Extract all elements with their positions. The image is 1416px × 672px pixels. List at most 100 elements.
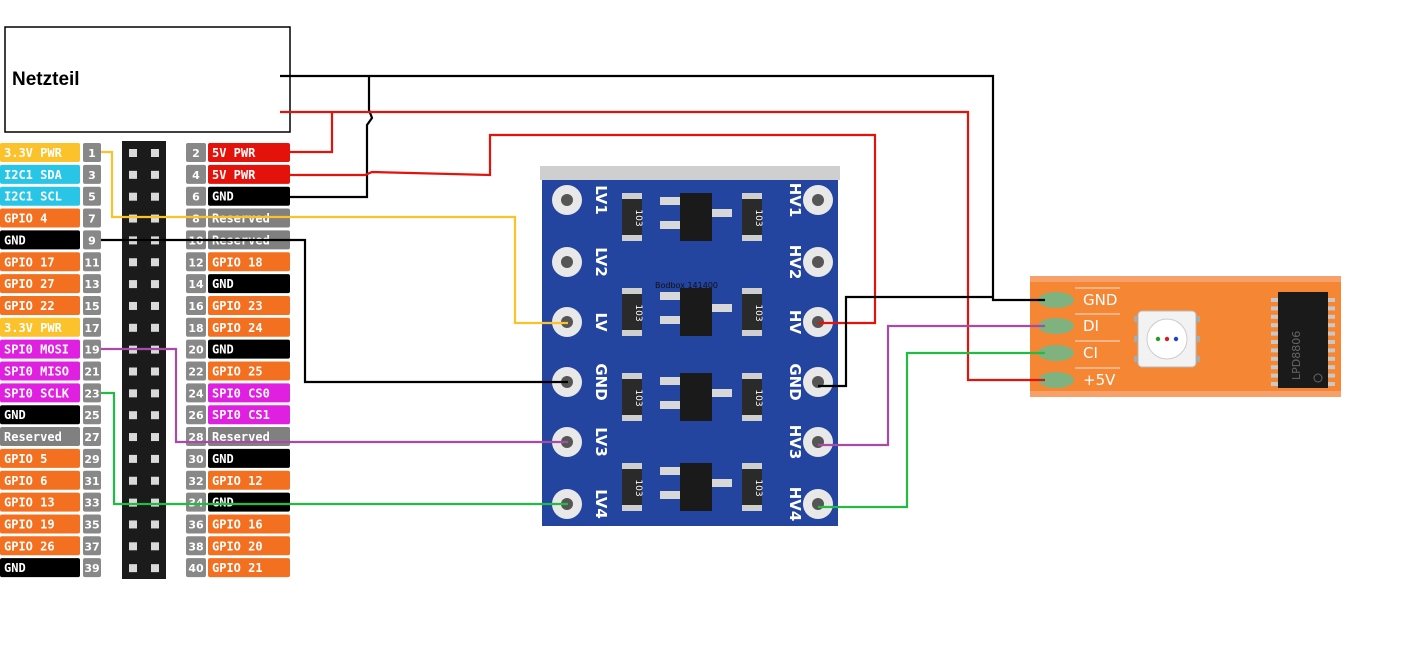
wire-pin9-gnd-to-lv-gnd <box>101 238 568 384</box>
pin-name-left: GND <box>4 561 26 575</box>
resistor <box>622 290 642 336</box>
pin-name-left: GPIO 5 <box>4 452 47 466</box>
wire-psu-5v-to-pin2 <box>290 112 334 154</box>
pin-name-left: 3.3V PWR <box>4 321 63 335</box>
pin-name-right: GND <box>212 452 234 466</box>
pin-number-left-bg <box>83 536 101 556</box>
header-pin <box>151 301 159 310</box>
pin-number-left: 3 <box>88 169 96 182</box>
header-pin <box>151 323 159 332</box>
pin-name-left: GPIO 17 <box>4 255 55 269</box>
resistor <box>622 375 642 421</box>
wire-hv-gnd-to-strip-gnd <box>818 295 993 388</box>
mosfet <box>680 288 712 336</box>
pin-number-left-bg <box>83 492 101 512</box>
header-pin <box>129 411 137 420</box>
pin-number-left: 31 <box>84 475 99 488</box>
header-pin <box>151 498 159 507</box>
resistor-label: 103 <box>753 304 763 321</box>
header-pin <box>151 433 159 442</box>
strip-pin-label: DI <box>1083 317 1099 335</box>
strip-pad <box>1038 318 1074 334</box>
pin-name-left: GPIO 4 <box>4 212 47 226</box>
pin-number-right-bg <box>186 317 206 337</box>
pin-number-right: 28 <box>188 431 203 444</box>
header-pin <box>151 214 159 223</box>
header-pin <box>129 258 137 267</box>
pin-number-left-bg <box>83 514 101 534</box>
header-pin <box>129 323 137 332</box>
resistor-label: 103 <box>633 389 643 406</box>
pin-label-left <box>0 230 80 250</box>
pin-label-right <box>208 361 290 381</box>
led-strip-pads <box>1038 287 1120 388</box>
pin-number-right: 24 <box>188 387 204 400</box>
pin-number-right-bg <box>186 492 206 512</box>
shifter-pad-hole <box>812 436 824 448</box>
shifter-pad-hole <box>812 194 824 206</box>
pin-name-right: GPIO 16 <box>212 517 263 531</box>
pin-number-right: 16 <box>188 300 204 313</box>
pin-number-left-bg <box>83 558 101 578</box>
wire-psu-5v-to-strip <box>280 110 1045 382</box>
header-pin <box>151 280 159 289</box>
pin-label-left <box>0 186 80 206</box>
pin-label-left <box>0 558 80 578</box>
pin-number-left: 7 <box>88 213 96 226</box>
shifter-pin-label: LV <box>592 312 610 331</box>
pin-number-left-bg <box>83 383 101 403</box>
pin-number-left-bg <box>83 252 101 272</box>
wire-mosi-to-lv3 <box>101 347 568 444</box>
resistor-label: 103 <box>753 479 763 496</box>
pin-name-right: SPI0 CS1 <box>212 408 270 422</box>
pin-name-left: SPI0 SCLK <box>4 386 70 400</box>
pin-name-right: GPIO 18 <box>212 255 263 269</box>
pin-number-right: 26 <box>188 409 204 422</box>
pin-number-left-bg <box>83 164 101 184</box>
pin-label-right <box>208 536 290 556</box>
pin-header-block <box>122 141 166 579</box>
strip-pin-label: GND <box>1083 291 1117 309</box>
pin-number-left-bg <box>83 143 101 162</box>
mosfet <box>680 373 712 421</box>
strip-pad <box>1038 345 1074 361</box>
strip-pin-label: CI <box>1083 344 1098 362</box>
header-strip-top <box>540 166 840 180</box>
pin-label-right <box>208 448 290 468</box>
pin-number-left-bg <box>83 274 101 294</box>
pin-name-left: SPI0 MOSI <box>4 343 69 357</box>
pin-number-right-bg <box>186 514 206 534</box>
pin-number-right-bg <box>186 295 206 315</box>
pin-label-right <box>208 252 290 272</box>
pin-number-right-bg <box>186 470 206 490</box>
pin-number-right: 14 <box>188 278 204 291</box>
strip-pin-label: +5V <box>1083 371 1116 389</box>
pin-number-left-bg <box>83 405 101 425</box>
header-pin <box>129 149 137 157</box>
pin-number-right: 6 <box>192 191 200 204</box>
pin-number-left-bg <box>83 230 101 250</box>
power-supply: Netzteil <box>4 26 291 133</box>
pin-number-left: 33 <box>84 497 99 510</box>
shifter-pad-hole <box>812 256 824 268</box>
wire-3v3-to-lv <box>101 150 568 325</box>
pin-number-left-bg <box>83 208 101 228</box>
led-strip-bottom-edge <box>1030 391 1341 397</box>
pin-label-left <box>0 339 80 359</box>
header-pin <box>151 149 159 157</box>
pin-number-right: 30 <box>188 453 204 466</box>
pin-name-right: GND <box>212 343 234 357</box>
pin-label-left <box>0 536 80 556</box>
pin-number-right: 38 <box>188 540 203 553</box>
resistor <box>742 195 762 241</box>
pin-label-left <box>0 383 80 403</box>
header-pin <box>151 192 159 201</box>
pin-name-left: SPI0 MISO <box>4 365 69 379</box>
pin-name-right: GPIO 25 <box>212 365 263 379</box>
resistor-label: 103 <box>753 389 763 406</box>
shifter-pin-label: LV4 <box>592 489 610 519</box>
pin-label-right <box>208 164 290 184</box>
resistor <box>622 195 642 241</box>
pin-number-right: 32 <box>188 475 203 488</box>
